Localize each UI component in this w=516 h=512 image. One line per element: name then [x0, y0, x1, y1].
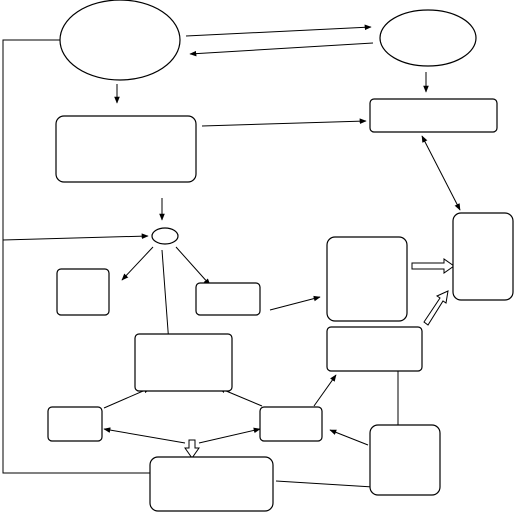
line-left-loop-to-bottom-center [2, 240, 150, 474]
hollow-arrow-down-to-bottom-center [184, 439, 200, 459]
node-far-right-box [452, 212, 514, 301]
node-bottom-right-box [369, 424, 441, 496]
node-left-small-box [56, 268, 110, 316]
node-bottom-left-small-box [47, 406, 103, 442]
node-mid-small-box [195, 282, 261, 316]
arrow-left-upper-to-right-upper [201, 118, 367, 127]
hollow-arrow-mid-right-tall-to-far-right [411, 258, 455, 274]
nodes [47, 0, 514, 512]
line-bottom-right-to-bottom-center [275, 480, 374, 488]
arrow-bottom-center-to-bottom-left-small [103, 427, 186, 444]
arrow-small-ellipse-to-left-small-box [121, 246, 154, 281]
arrow-small-ellipse-to-center-box [161, 249, 172, 345]
node-top-right-ellipse [379, 9, 477, 67]
node-left-upper-box [55, 115, 197, 183]
double-arrow-right-upper-to-far-right [421, 135, 461, 211]
arrow-top-left-to-top-right [185, 24, 372, 37]
hollow-arrows [184, 258, 455, 459]
node-bottom-center-box [149, 456, 274, 512]
arrow-top-right-to-top-left [189, 42, 374, 57]
arrow-bottom-mid-small-to-right-mid [313, 374, 337, 407]
hollow-arrow-right-mid-to-far-right [423, 290, 449, 326]
arrow-bottom-center-to-bottom-mid-small [198, 427, 261, 444]
node-top-left-ellipse [59, 0, 181, 81]
node-small-ellipse [151, 227, 179, 245]
arrow-top-left-loop-to-small-ellipse [2, 39, 149, 241]
arrow-small-ellipse-to-mid-small-box [175, 246, 211, 286]
node-mid-right-tall-box [326, 236, 408, 322]
arrow-bottom-right-to-bottom-mid-small [329, 429, 369, 446]
node-center-box [134, 333, 233, 392]
arrow-mid-small-to-mid-right-tall [269, 295, 321, 311]
node-right-upper-box [369, 98, 498, 133]
node-right-mid-box [326, 326, 423, 372]
node-bottom-mid-small-box [259, 406, 323, 442]
